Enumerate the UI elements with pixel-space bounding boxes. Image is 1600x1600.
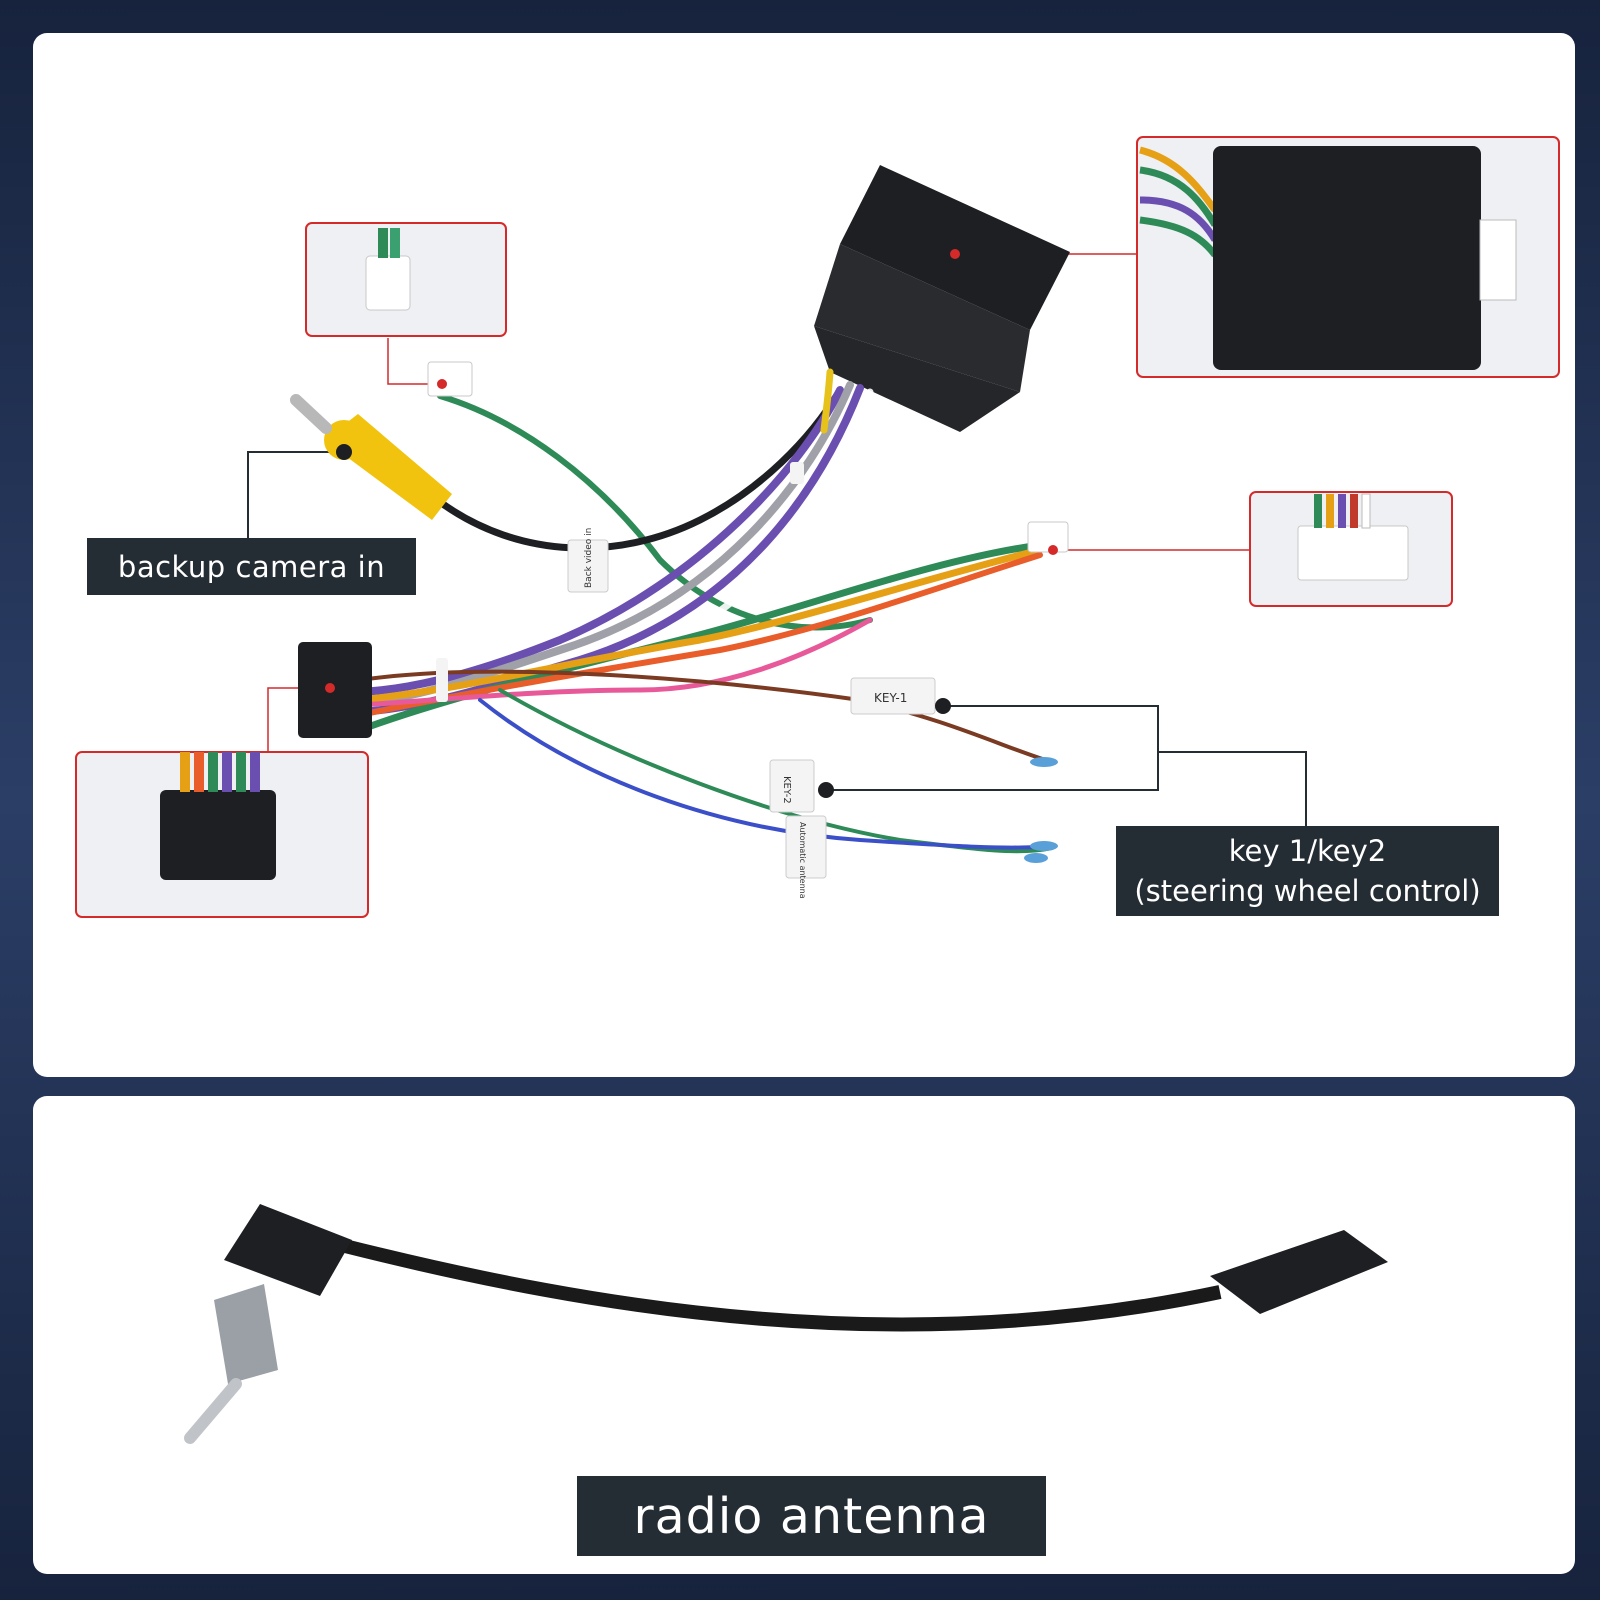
tag-key1: KEY-1 [850, 677, 936, 715]
radio-antenna-label: radio antenna [577, 1476, 1046, 1556]
radio-antenna-label-text: radio antenna [633, 1487, 990, 1545]
steering-wheel-key-label: key 1/key2 (steering wheel control) [1116, 826, 1499, 916]
inset-small-white-connector [305, 222, 507, 337]
tag-key2-text: KEY-2 [781, 776, 792, 804]
main-black-connector [814, 165, 1070, 432]
tag-back-video-text: Back video in [584, 528, 594, 588]
backup-camera-label-text: backup camera in [117, 549, 386, 584]
tag-key2: KEY-2 [769, 759, 815, 813]
wire-end-cap [1030, 757, 1058, 767]
cable-tie [436, 658, 448, 702]
tag-auto-antenna-text: Automatic antenna [798, 822, 807, 899]
iso-black-connector [298, 642, 372, 738]
inset-white-multipin [1249, 491, 1453, 607]
callout-dots [325, 249, 1058, 798]
rca-plug [290, 394, 452, 520]
backup-camera-label: backup camera in [87, 538, 416, 595]
inset-main-car-connector [1136, 136, 1560, 378]
tag-key1-text: KEY-1 [874, 691, 907, 705]
multipin-white-plug [1027, 521, 1069, 553]
antenna-cable [184, 1204, 1388, 1444]
wire-end-cap [1024, 853, 1048, 863]
small-white-plug [427, 361, 473, 397]
cable-tie [790, 462, 804, 484]
wire-end-cap [1030, 841, 1058, 851]
tag-back-video: Back video in [567, 528, 609, 593]
key-label-line1: key 1/key2 [1228, 834, 1387, 868]
tag-auto-antenna: Automatic antenna [785, 815, 827, 899]
wire-bundle [356, 368, 1054, 854]
key-label-line2: (steering wheel control) [1134, 874, 1481, 908]
inset-iso-connector [75, 751, 369, 918]
